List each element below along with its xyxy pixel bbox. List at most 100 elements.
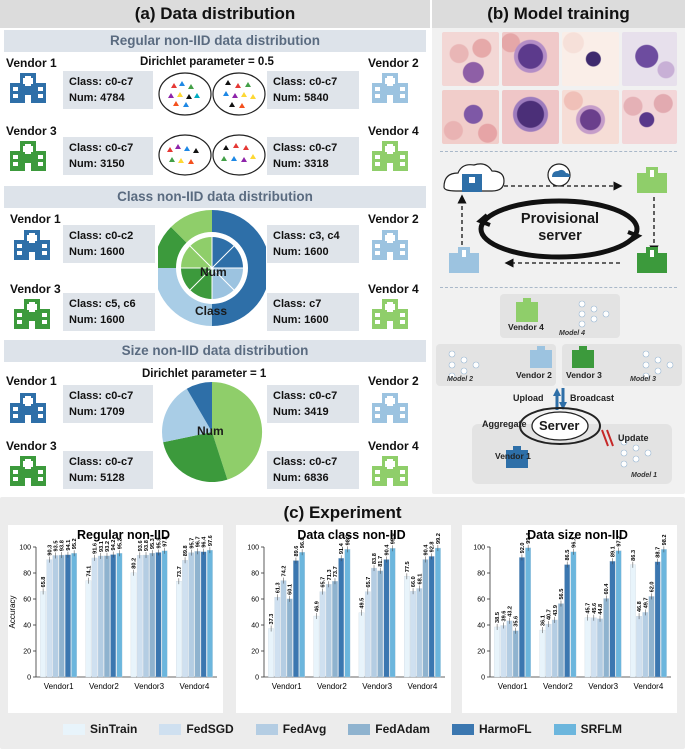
bar: [338, 558, 345, 678]
bar: [268, 628, 274, 678]
donut-outer-blue: [212, 210, 266, 326]
bar: [71, 553, 77, 678]
data-label: 35.6: [514, 616, 520, 627]
bar: [325, 584, 332, 678]
data-label: 95.2: [72, 538, 78, 549]
data-label: 92.0: [520, 543, 526, 554]
regular-dirichlet-param: Dirichlet parameter = 0.5: [140, 56, 274, 68]
data-label: 97.1: [163, 536, 169, 547]
divider-1: [440, 151, 677, 152]
bar: [358, 612, 365, 678]
bar: [280, 580, 287, 678]
x-tick-label: Vendor3: [134, 682, 164, 691]
legend-item: SinTrain: [63, 722, 137, 736]
bar: [65, 554, 71, 678]
class-vendor4-num: Num: 1600: [273, 314, 329, 326]
legend-swatch: [553, 723, 576, 735]
bar: [661, 549, 667, 678]
y-tick-label: 20: [251, 649, 259, 656]
data-label: 86.3: [631, 550, 637, 561]
data-label: 94.1: [66, 540, 72, 551]
size-vendor4-building-icon: [372, 456, 408, 491]
bar: [603, 598, 610, 678]
panel-data-distribution: (a) Data distribution Regular non-IID da…: [0, 0, 430, 494]
bar: [149, 552, 156, 678]
bar: [597, 618, 603, 678]
data-label: 93.2: [105, 541, 111, 552]
x-tick-label: Vendor1: [44, 682, 74, 691]
data-label: 92.8: [430, 541, 436, 552]
y-tick-label: 40: [23, 623, 31, 630]
data-label: 46.8: [637, 601, 643, 612]
bar: [570, 551, 577, 678]
legend-swatch: [255, 723, 278, 735]
donut-inner-label: Num: [200, 265, 227, 279]
regular-distribution-ovals: [158, 72, 266, 116]
y-tick-label: 100: [473, 545, 485, 552]
cell-image-8: [622, 90, 677, 144]
model2-label: Model 2: [447, 376, 474, 383]
bar: [512, 630, 519, 678]
data-label: 90.4: [423, 544, 429, 556]
data-label: 66.0: [411, 576, 417, 587]
cell-image-6: [502, 90, 559, 144]
pie-vendor4: [212, 381, 263, 480]
class-vendor4-name: Vendor 4: [368, 282, 419, 296]
server-label: Server: [539, 418, 580, 433]
cell-image-1: [442, 32, 499, 86]
bar: [293, 560, 299, 678]
class-vendor2-name: Vendor 2: [368, 212, 419, 226]
bar: [194, 551, 201, 678]
chart-title: Regular non-IID: [77, 528, 170, 542]
data-label: 60.1: [288, 584, 294, 595]
model3-label: Model 3: [630, 376, 657, 383]
donut-outer-green: [158, 227, 187, 268]
bar: [615, 550, 622, 678]
size-vendor1-name: Vendor 1: [6, 374, 57, 388]
y-tick-label: 80: [477, 571, 485, 578]
data-label: 74.2: [282, 566, 288, 577]
y-tick-label: 100: [19, 545, 31, 552]
fed-vendor2-label: Vendor 2: [516, 370, 552, 380]
y-tick-label: 40: [251, 623, 259, 630]
provisional-server-label: Provisional server: [520, 211, 600, 244]
regular-vendor3-class: Class: c0-c7: [69, 142, 134, 154]
bar: [364, 591, 371, 678]
data-label: 93.5: [54, 541, 60, 552]
size-vendor4-num: Num: 6836: [273, 472, 329, 484]
bar: [155, 552, 162, 678]
x-tick-label: Vendor3: [588, 682, 618, 691]
panel-b-title: (b) Model training: [432, 0, 685, 28]
bar: [525, 547, 531, 678]
panel-a-title: (a) Data distribution: [0, 0, 430, 28]
bar: [564, 564, 571, 678]
bar: [416, 588, 423, 678]
legend-label: SinTrain: [90, 722, 138, 736]
bar: [422, 559, 429, 678]
data-label: 96.0: [300, 537, 306, 548]
size-vendor3-num: Num: 5128: [69, 472, 125, 484]
size-vendor2-class: Class: c0-c7: [273, 390, 338, 402]
data-label: 91.4: [339, 542, 345, 554]
data-label: 56.5: [559, 589, 565, 600]
chart-legend: SinTrain FedSGD FedAvg FedAdam HarmoFL S…: [0, 718, 685, 740]
legend-item: FedSGD: [159, 722, 234, 736]
bar: [590, 617, 597, 678]
data-label: 90.3: [47, 545, 53, 556]
bar: [389, 548, 396, 678]
y-tick-label: 80: [23, 571, 31, 578]
bar: [545, 623, 552, 678]
divider-2: [440, 287, 677, 288]
legend-label: SRFLM: [580, 722, 622, 736]
bar: [161, 550, 168, 678]
x-tick-label: Vendor2: [543, 682, 573, 691]
data-label: 40.7: [547, 609, 553, 620]
regular-vendor3-num: Num: 3150: [69, 158, 125, 170]
y-tick-label: 0: [481, 675, 485, 682]
bar: [500, 625, 507, 678]
bar: [519, 557, 525, 678]
legend-label: FedAvg: [282, 722, 327, 736]
